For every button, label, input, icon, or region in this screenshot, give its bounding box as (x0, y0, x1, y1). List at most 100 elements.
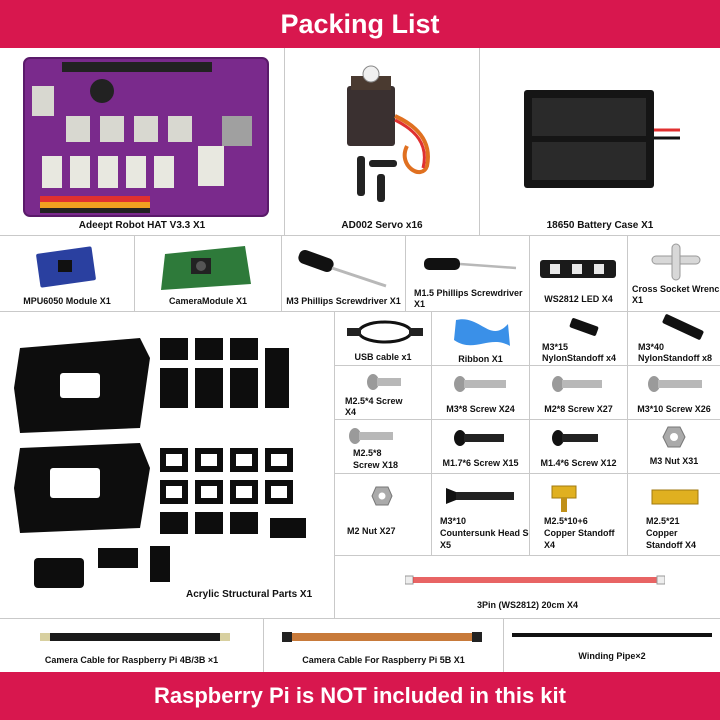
camera-module-image (161, 246, 251, 290)
nut-m2-label: M2 Nut X27 (347, 526, 396, 536)
item-ws2812-led: WS2812 LED X4 (530, 236, 628, 312)
item-cross-socket-wrench: Cross Socket Wrench X1 (628, 236, 720, 312)
item-m3-screwdriver: M3 Phillips Screwdriver X1 (282, 236, 406, 312)
item-screw-m14x6: M1.4*6 Screw X12 (530, 420, 628, 474)
camera-module-label: CameraModule X1 (168, 296, 248, 306)
item-screw-m2x8: M2*8 Screw X27 (530, 366, 628, 420)
item-camera-cable-5b: Camera Cable For Raspberry Pi 5B X1 (264, 619, 504, 672)
item-screw-m3x10: M3*10 Screw X26 (628, 366, 720, 420)
mpu6050-label: MPU6050 Module X1 (23, 296, 111, 306)
item-copper-standoff-m25x10: M2.5*10+6 Copper Standoff X4 (530, 474, 628, 556)
cross-socket-wrench-image (651, 243, 701, 281)
usb-cable-image (347, 320, 423, 344)
ribbon-image (454, 319, 510, 346)
winding-pipe-image (512, 633, 712, 637)
screw-m25x8-image (349, 428, 393, 444)
screw-m3x8-label: M3*8 Screw X24 (446, 404, 515, 414)
screw-m2x8-image (552, 376, 602, 392)
robot-hat-board-image (23, 57, 269, 217)
copper-standoff-m25x21-label-line2: Copper (646, 528, 678, 538)
item-acrylic-parts: Acrylic Structural Parts X1 (0, 312, 335, 619)
screw-m25x4-label-line2: X4 (345, 407, 357, 417)
ws2812-led-label: WS2812 LED X4 (544, 294, 613, 304)
item-copper-standoff-m25x21: M2.5*21 Copper Standoff X4 (628, 474, 720, 556)
copper-standoff-m25x21-label-line3: Standoff X4 (646, 540, 697, 550)
3pin-cable-image (405, 575, 665, 585)
countersunk-screw-image (446, 488, 514, 504)
countersunk-screw-label-line1: M3*10 (440, 516, 467, 526)
item-servo: AD002 Servo x16 (285, 48, 480, 236)
item-m15-screwdriver: M1.5 Phillips Screwdriver X1 (406, 236, 530, 312)
usb-cable-label: USB cable x1 (354, 352, 412, 362)
copper-standoff-m25x21-image (651, 489, 699, 505)
camera-cable-5b-label: Camera Cable For Raspberry Pi 5B X1 (302, 655, 465, 665)
ribbon-label: Ribbon X1 (458, 354, 503, 364)
item-usb-cable: USB cable x1 (335, 312, 432, 366)
item-nut-m2: M2 Nut X27 (335, 474, 432, 556)
nylon-standoff-m3x15-label-line1: M3*15 (542, 342, 569, 352)
item-robot-hat: Adeept Robot HAT V3.3 X1 (0, 48, 285, 236)
footer-notice: Raspberry Pi is NOT included in this kit (154, 683, 566, 708)
copper-standoff-m25x10-label-line1: M2.5*10+6 (544, 516, 588, 526)
item-countersunk-screw: M3*10 Countersunk Head Screw X5 (432, 474, 530, 556)
nylon-standoff-m3x15-label-line2: NylonStandoff x4 (542, 353, 617, 363)
screw-m17x6-label: M1.7*6 Screw X15 (442, 458, 519, 468)
copper-standoff-m25x10-label-line3: X4 (544, 540, 556, 550)
nut-m3-image (662, 426, 686, 448)
copper-standoff-m25x10-image (551, 485, 577, 512)
item-screw-m17x6: M1.7*6 Screw X15 (432, 420, 530, 474)
nylon-standoff-m3x15-image (569, 318, 599, 336)
screw-m14x6-label: M1.4*6 Screw X12 (540, 458, 617, 468)
item-nut-m3: M3 Nut X31 (628, 420, 720, 474)
m15-screwdriver-label-line1: M1.5 Phillips Screwdriver (414, 288, 523, 298)
robot-hat-label: Adeept Robot HAT V3.3 X1 (78, 220, 206, 231)
item-camera-cable-4b: Camera Cable for Raspberry Pi 4B/3B ×1 (0, 619, 264, 672)
winding-pipe-label: Winding Pipe×2 (578, 651, 646, 661)
camera-cable-4b-label: Camera Cable for Raspberry Pi 4B/3B ×1 (44, 655, 219, 665)
cross-socket-wrench-label-line2: X1 (632, 295, 644, 305)
page-title: Packing List (280, 8, 440, 39)
screw-m25x8-label-line1: M2.5*8 (353, 448, 382, 458)
countersunk-screw-label-line3: X5 (440, 540, 452, 550)
screw-m3x10-image (648, 376, 702, 392)
screw-m25x8-label-line2: Screw X18 (353, 460, 399, 470)
cross-socket-wrench-label-line1: Cross Socket Wrench (632, 284, 720, 294)
servo-image (347, 65, 430, 202)
item-camera-module: CameraModule X1 (135, 236, 282, 312)
servo-label: AD002 Servo x16 (341, 220, 423, 231)
nylon-standoff-m3x40-label-line1: M3*40 (638, 342, 665, 352)
item-screw-m25x4: M2.5*4 Screw X4 (335, 366, 432, 420)
nut-m2-image (371, 486, 393, 506)
copper-standoff-m25x10-label-line2: Copper Standoff (544, 528, 615, 538)
nylon-standoff-m3x40-image (662, 314, 704, 340)
battery-case-image (524, 90, 680, 188)
item-mpu6050: MPU6050 Module X1 (0, 236, 135, 312)
item-screw-m3x8: M3*8 Screw X24 (432, 366, 530, 420)
acrylic-parts-label: Acrylic Structural Parts X1 (186, 589, 313, 600)
mpu6050-image (36, 246, 96, 288)
screw-m25x4-label-line1: M2.5*4 Screw (345, 396, 403, 406)
item-nylon-standoff-m3x15: M3*15 NylonStandoff x4 (530, 312, 628, 366)
m3-screwdriver-label: M3 Phillips Screwdriver X1 (286, 296, 401, 306)
screw-m3x10-label: M3*10 Screw X26 (637, 404, 711, 414)
screw-m14x6-image (552, 430, 598, 446)
m3-screwdriver-image (298, 249, 387, 288)
screw-m17x6-image (454, 430, 504, 446)
header-banner: Packing List (0, 0, 720, 48)
copper-standoff-m25x21-label-line1: M2.5*21 (646, 516, 680, 526)
3pin-cable-label: 3Pin (WS2812) 20cm X4 (476, 600, 579, 610)
camera-cable-4b-image (40, 633, 230, 641)
ws2812-led-image (540, 260, 616, 278)
acrylic-parts-image (14, 338, 306, 588)
m15-screwdriver-label-line2: X1 (414, 299, 426, 309)
item-nylon-standoff-m3x40: M3*40 NylonStandoff x8 (628, 312, 720, 366)
nylon-standoff-m3x40-label-line2: NylonStandoff x8 (638, 353, 713, 363)
item-3pin-cable: 3Pin (WS2812) 20cm X4 (335, 556, 720, 619)
camera-cable-5b-image (282, 632, 482, 642)
screw-m2x8-label: M2*8 Screw X27 (544, 404, 613, 414)
item-ribbon: Ribbon X1 (432, 312, 530, 366)
countersunk-screw-label-line2: Countersunk Head Screw (440, 528, 529, 538)
item-screw-m25x8: M2.5*8 Screw X18 (335, 420, 432, 474)
m15-screwdriver-image (424, 258, 517, 270)
nut-m3-label: M3 Nut X31 (649, 456, 699, 466)
